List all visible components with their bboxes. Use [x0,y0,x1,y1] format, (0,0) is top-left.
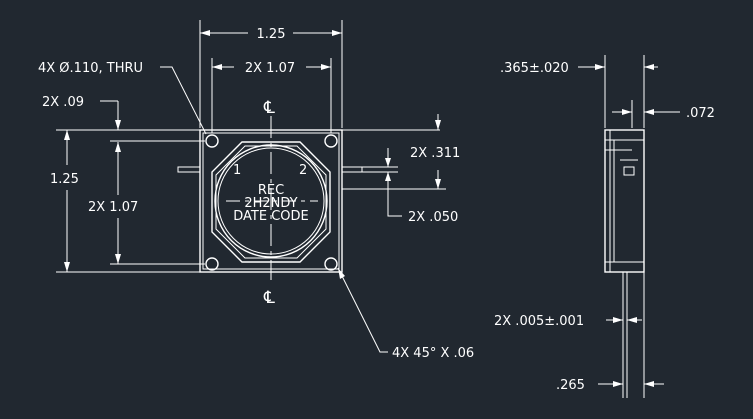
marking-line-1: REC [258,183,284,198]
dim-pin-width: 2X .050 [408,210,458,225]
mounting-hole-bottom-left [205,257,219,271]
centerline-symbol-bottom: ℄ [263,288,275,308]
centerline-symbol-top: ℄ [263,98,275,118]
pin-left [177,166,201,173]
dim-hole-spacing-horizontal: 2X 1.07 [245,61,295,76]
port-2-label: 2 [299,163,307,178]
mounting-hole-bottom-right [324,257,338,271]
cover-octagon-outer [211,141,331,263]
port-1-label: 1 [233,163,241,178]
marking-line-3: DATE CODE [233,209,309,224]
dim-overall-height: 1.25 [50,172,79,187]
dim-edge-offset: 2X .09 [42,95,84,110]
pin-right [341,166,363,173]
side-body-outline [604,129,645,273]
chamfer-callout: 4X 45° X .06 [392,346,474,361]
dim-pin-thickness: 2X .005±.001 [494,314,584,329]
dim-pin-spacing: 2X .311 [410,146,460,161]
dim-hole-spacing-vertical: 2X 1.07 [88,200,138,215]
side-view: .365±.020 .072 2X .005±.001 .265 [494,55,715,398]
mounting-hole-top-left [205,134,219,148]
dim-cover-thickness: .072 [686,106,715,121]
dim-pin-offset: .265 [556,378,585,393]
mounting-hole-top-right [324,134,338,148]
side-pin-stub [623,166,635,176]
hole-callout: 4X Ø.110, THRU [38,61,143,76]
front-view: ℄ ℄ 1 2 REC 2H2NDY DATE CODE 1.25 2X 1.0… [38,20,474,361]
dim-overall-width: 1.25 [257,27,286,42]
marking-line-2: 2H2NDY [244,196,297,211]
dim-overall-thickness: .365±.020 [500,61,569,76]
